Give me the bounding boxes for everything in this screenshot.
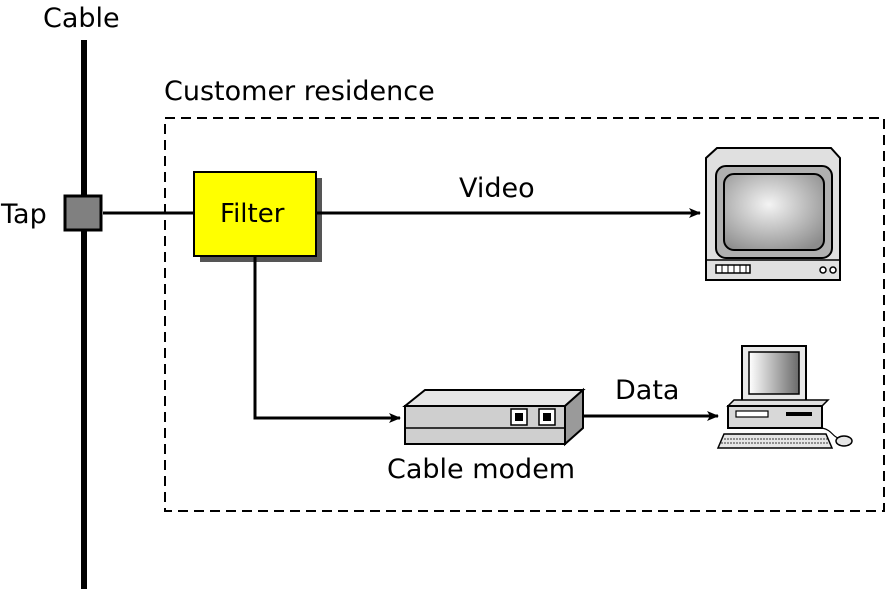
cable-label: Cable	[43, 3, 120, 34]
video-label: Video	[459, 173, 535, 204]
television-icon	[705, 147, 841, 281]
data-label: Data	[615, 375, 680, 406]
filter-to-modem-line	[253, 256, 401, 423]
cable-modem-label: Cable modem	[387, 454, 576, 485]
customer-residence-boundary	[164, 117, 885, 512]
customer-residence-label: Customer residence	[164, 76, 435, 107]
desktop-computer-icon	[716, 345, 853, 449]
cable-modem-icon	[402, 387, 586, 447]
tap-label: Tap	[1, 199, 47, 230]
tap-box	[63, 194, 103, 232]
filter-box	[193, 171, 317, 257]
filter-label: Filter	[220, 199, 285, 229]
